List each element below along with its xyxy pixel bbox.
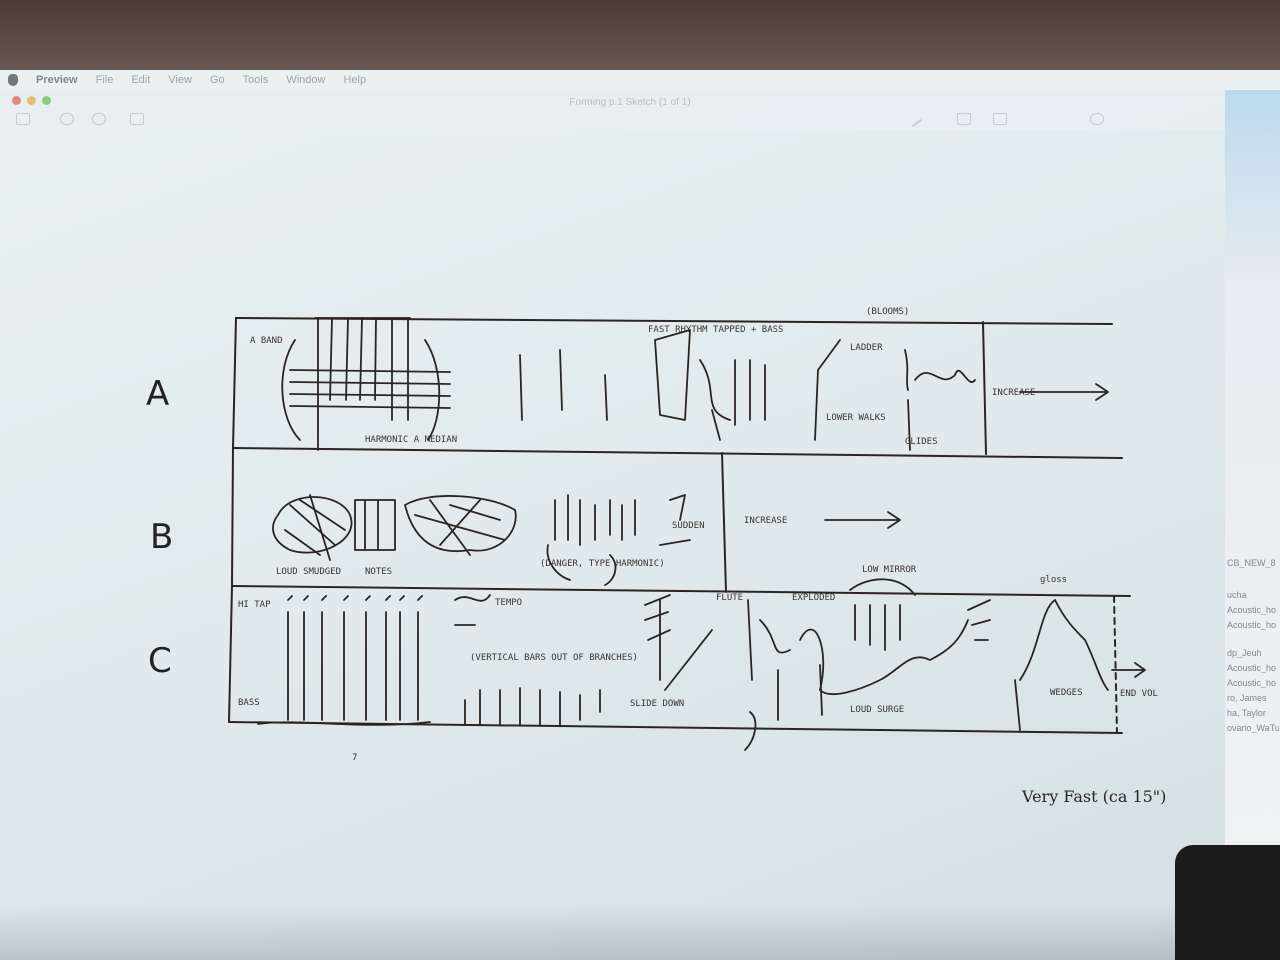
menu-item-edit[interactable]: Edit: [131, 74, 151, 86]
background-window-sidebar: [1225, 90, 1280, 860]
label-slide-down: SLIDE DOWN: [630, 699, 684, 709]
label-vertical: (VERTICAL BARS OUT OF BRANCHES): [470, 653, 638, 663]
label-seven: 7: [352, 753, 357, 763]
label-flute: FLUTE: [716, 593, 743, 603]
label-wedges: WEDGES: [1050, 688, 1083, 698]
search-icon[interactable]: [1090, 113, 1104, 125]
rotate-icon[interactable]: [957, 113, 971, 125]
menu-item-go[interactable]: Go: [209, 74, 225, 86]
projection-edge-shadow: [0, 905, 1280, 960]
sidebar-file-item[interactable]: ro, James: [1227, 693, 1267, 703]
projected-screen: [0, 70, 1280, 960]
menu-item-file[interactable]: File: [95, 74, 114, 86]
label-loud-surge: LOUD SURGE: [850, 705, 904, 715]
label-hi-tap: HI TAP: [238, 600, 271, 610]
label-loud-smudged: LOUD SMUDGED: [276, 567, 341, 577]
row-label-c: C: [148, 641, 172, 681]
label-lower-walks: LOWER WALKS: [826, 413, 886, 423]
label-notes: NOTES: [365, 567, 392, 577]
sidebar-file-item[interactable]: ha, Taylor: [1227, 708, 1266, 718]
label-a-band: A BAND: [250, 336, 283, 346]
label-ladder: LADDER: [850, 343, 883, 353]
label-danger: (DANGER, TYPE HARMONIC): [540, 559, 665, 569]
menu-item-help[interactable]: Help: [343, 74, 367, 86]
label-glides: GLIDES: [905, 437, 938, 447]
label-tempo: TEMPO: [495, 598, 522, 608]
score-frame: [228, 317, 1131, 734]
label-fast-rhythm: FAST RHYTHM TAPPED + BASS: [648, 325, 783, 335]
window-title: Forming p.1 Sketch (1 of 1): [569, 97, 691, 108]
label-end-vol: END VOL: [1120, 689, 1158, 699]
tempo-note: Very Fast (ca 15"): [1021, 787, 1166, 806]
zoom-window-button[interactable]: [42, 96, 51, 105]
menu-app-name[interactable]: Preview: [36, 74, 78, 86]
row-label-a: A: [146, 374, 169, 414]
label-blooms: (BLOOMS): [866, 307, 909, 317]
label-increase-b: INCREASE: [744, 516, 787, 526]
row-b-drawings: [272, 494, 901, 586]
window-titlebar: [0, 90, 1225, 130]
row-c-drawings: [257, 578, 1146, 751]
label-low-mirror: LOW MIRROR: [862, 565, 917, 575]
sidebar-file-item[interactable]: Acoustic_ho: [1227, 605, 1277, 615]
label-bass: BASS: [238, 698, 260, 708]
sidebar-file-item[interactable]: Acoustic_ho: [1227, 620, 1277, 630]
sidebar-file-item[interactable]: Acoustic_ho: [1227, 678, 1277, 688]
share-icon[interactable]: [130, 113, 144, 125]
row-a-drawings: [281, 317, 1109, 451]
menu-item-view[interactable]: View: [168, 74, 192, 86]
sidebar-file-item[interactable]: ovario_WaTu: [1227, 723, 1279, 733]
row-label-b: B: [150, 517, 173, 557]
close-window-button[interactable]: [12, 96, 21, 105]
annotate-icon[interactable]: [993, 113, 1007, 125]
sidebar-file-item[interactable]: dp_Jeuh: [1227, 648, 1262, 658]
sidebar-file-item[interactable]: CB_NEW_8: [1227, 558, 1276, 568]
label-exploded: EXPLODED: [792, 593, 835, 603]
label-gloss: gloss: [1040, 575, 1067, 585]
zoom-in-icon[interactable]: [92, 113, 106, 125]
menu-bar: Preview File Edit View Go Tools Window H…: [0, 70, 1280, 90]
sidebar-file-item[interactable]: ucha: [1227, 590, 1247, 600]
menu-item-tools[interactable]: Tools: [242, 74, 269, 86]
projector-silhouette: [1175, 845, 1280, 960]
label-increase-a: INCREASE: [992, 388, 1035, 398]
minimize-window-button[interactable]: [27, 96, 36, 105]
zoom-out-icon[interactable]: [60, 113, 74, 125]
sidebar-toggle-icon[interactable]: [16, 113, 30, 125]
label-sudden: SUDDEN: [672, 521, 705, 531]
label-harmonic: HARMONIC A MEDIAN: [365, 435, 457, 445]
apple-menu-icon[interactable]: [8, 74, 18, 86]
menu-item-window[interactable]: Window: [286, 74, 326, 86]
sidebar-file-item[interactable]: Acoustic_ho: [1227, 663, 1277, 673]
